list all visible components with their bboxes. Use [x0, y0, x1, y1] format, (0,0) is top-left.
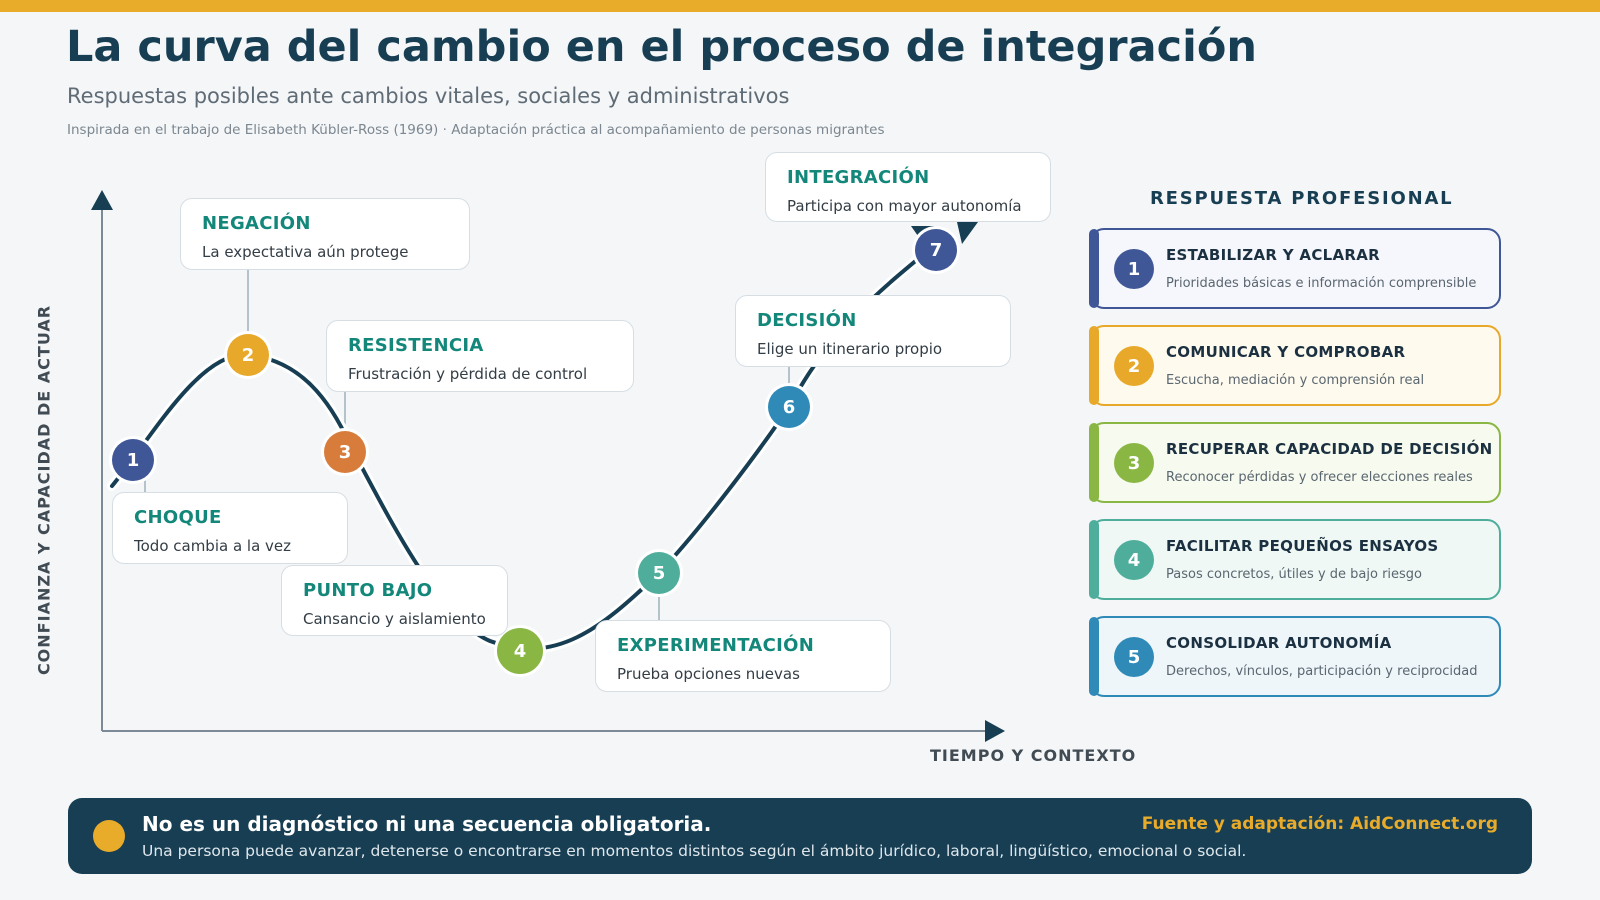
- stage-description: Prueba opciones nuevas: [617, 665, 800, 683]
- credit-line: Inspirada en el trabajo de Elisabeth Küb…: [67, 122, 885, 138]
- top-accent-bar: [0, 0, 1600, 12]
- stage-marker-1-circle: [112, 439, 154, 481]
- stage-marker-1-number: 1: [127, 450, 140, 471]
- footer-dot-icon: [93, 820, 125, 852]
- stage-marker-4: 4: [494, 625, 546, 677]
- stage-marker-2-number: 2: [242, 345, 255, 366]
- stage-marker-5: 5: [635, 549, 683, 597]
- response-title: FACILITAR PEQUEÑOS ENSAYOS: [1166, 537, 1439, 555]
- stage-card-negacion: NEGACIÓN La expectativa aún protege: [180, 198, 470, 270]
- stage-title: EXPERIMENTACIÓN: [617, 635, 815, 656]
- stage-description: Todo cambia a la vez: [134, 537, 292, 555]
- response-card-accent: [1089, 326, 1099, 405]
- x-axis-label: TIEMPO Y CONTEXTO: [930, 746, 1137, 765]
- response-number: 3: [1114, 443, 1154, 483]
- stage-description: Cansancio y aislamiento: [303, 610, 486, 628]
- response-title: ESTABILIZAR Y ACLARAR: [1166, 246, 1381, 264]
- stage-marker-3-circle: [324, 431, 366, 473]
- response-panel-title: RESPUESTA PROFESIONAL: [1150, 188, 1454, 209]
- stage-marker-5-number: 5: [653, 563, 666, 584]
- stage-marker-7-number: 7: [930, 240, 943, 261]
- x-axis-arrow: [985, 720, 1005, 742]
- footer-headline: No es un diagnóstico ni una secuencia ob…: [142, 812, 712, 836]
- page-subtitle: Respuestas posibles ante cambios vitales…: [67, 84, 790, 108]
- stage-card-resistencia: RESISTENCIA Frustración y pérdida de con…: [326, 320, 634, 392]
- stage-card-integracion: INTEGRACIÓN Participa con mayor autonomí…: [765, 152, 1051, 222]
- stage-card-choque: CHOQUE Todo cambia a la vez: [112, 492, 348, 564]
- response-card-5: 5 CONSOLIDAR AUTONOMÍA Derechos, vínculo…: [1089, 616, 1501, 697]
- stage-marker-1: 1: [109, 436, 157, 484]
- response-card-accent: [1089, 520, 1099, 599]
- response-title: COMUNICAR Y COMPROBAR: [1166, 343, 1406, 361]
- response-number: 4: [1114, 540, 1154, 580]
- footer-source: Fuente y adaptación: AidConnect.org: [1141, 814, 1498, 834]
- response-number: 5: [1114, 637, 1154, 677]
- stage-marker-3: 3: [321, 428, 369, 476]
- stage-marker-5-circle: [638, 552, 680, 594]
- stage-title: INTEGRACIÓN: [787, 167, 930, 188]
- stage-description: Frustración y pérdida de control: [348, 365, 588, 383]
- response-title: CONSOLIDAR AUTONOMÍA: [1166, 634, 1392, 652]
- stage-title: CHOQUE: [134, 507, 222, 528]
- stage-description: La expectativa aún protege: [202, 243, 409, 261]
- stage-description: Elige un itinerario propio: [757, 340, 943, 358]
- response-description: Pasos concretos, útiles y de bajo riesgo: [1166, 567, 1423, 582]
- response-title: RECUPERAR CAPACIDAD DE DECISIÓN: [1166, 440, 1493, 458]
- response-description: Escucha, mediación y comprensión real: [1166, 373, 1425, 388]
- stage-marker-2: 2: [224, 331, 272, 379]
- stage-card-experimentacion: EXPERIMENTACIÓN Prueba opciones nuevas: [595, 620, 891, 692]
- stage-card-decision: DECISIÓN Elige un itinerario propio: [735, 295, 1011, 367]
- stage-marker-6-number: 6: [783, 397, 796, 418]
- stage-marker-6: 6: [765, 383, 813, 431]
- stage-title: RESISTENCIA: [348, 335, 484, 356]
- response-number: 1: [1114, 249, 1154, 289]
- response-card-accent: [1089, 617, 1099, 696]
- response-description: Prioridades básicas e información compre…: [1166, 276, 1477, 291]
- response-card-4: 4 FACILITAR PEQUEÑOS ENSAYOS Pasos concr…: [1089, 519, 1501, 600]
- stage-title: PUNTO BAJO: [303, 580, 433, 601]
- stage-marker-7: 7: [912, 226, 960, 274]
- stage-title: DECISIÓN: [757, 310, 857, 331]
- stage-card-punto-bajo: PUNTO BAJO Cansancio y aislamiento: [281, 565, 508, 636]
- page-title: La curva del cambio en el proceso de int…: [66, 22, 1257, 72]
- stage-marker-4-number: 4: [514, 641, 527, 662]
- y-axis-arrow: [91, 190, 113, 210]
- response-card-3: 3 RECUPERAR CAPACIDAD DE DECISIÓN Recono…: [1089, 422, 1501, 503]
- footer-note: No es un diagnóstico ni una secuencia ob…: [68, 798, 1532, 874]
- stage-marker-7-circle: [915, 229, 957, 271]
- stage-marker-2-circle: [227, 334, 269, 376]
- stage-marker-3-number: 3: [339, 442, 352, 463]
- response-card-accent: [1089, 229, 1099, 308]
- stage-description: Participa con mayor autonomía: [787, 197, 1022, 215]
- footer-text: Una persona puede avanzar, detenerse o e…: [142, 842, 1247, 860]
- response-description: Reconocer pérdidas y ofrecer elecciones …: [1166, 470, 1473, 485]
- response-card-1: 1 ESTABILIZAR Y ACLARAR Prioridades bási…: [1089, 228, 1501, 309]
- response-card-accent: [1089, 423, 1099, 502]
- stage-marker-6-circle: [768, 386, 810, 428]
- response-card-2: 2 COMUNICAR Y COMPROBAR Escucha, mediaci…: [1089, 325, 1501, 406]
- stage-marker-4-circle: [497, 628, 543, 674]
- stage-title: NEGACIÓN: [202, 213, 311, 234]
- response-number: 2: [1114, 346, 1154, 386]
- response-description: Derechos, vínculos, participación y reci…: [1166, 664, 1478, 679]
- y-axis-label: CONFIANZA Y CAPACIDAD DE ACTUAR: [34, 304, 54, 676]
- stage-markers: 1 2 3 4 5 6 7: [109, 226, 960, 677]
